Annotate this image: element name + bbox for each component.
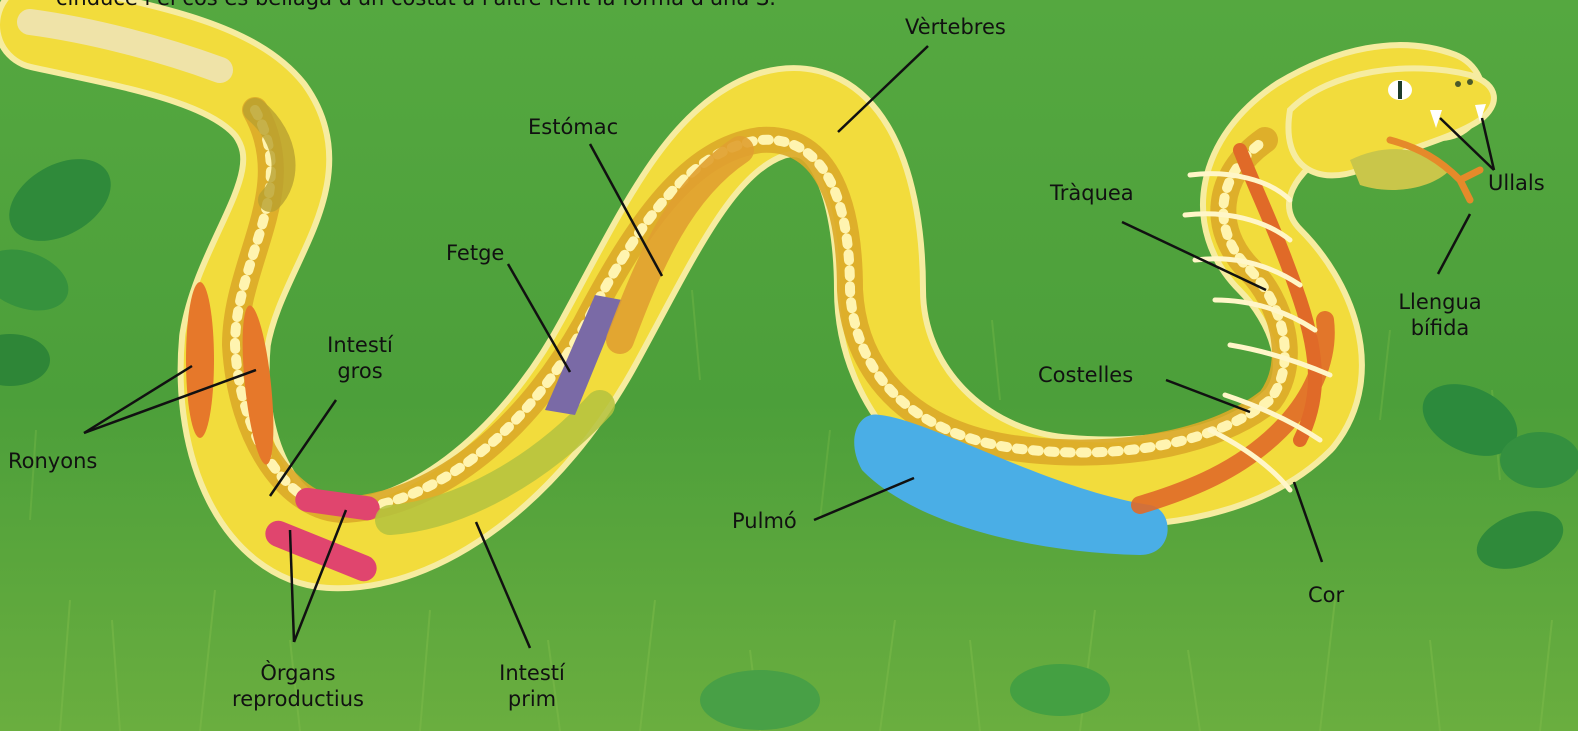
label-intesti-prim-line2: prim bbox=[490, 686, 574, 712]
label-intesti-gros-line2: gros bbox=[318, 358, 402, 384]
label-pulmo: Pulmó bbox=[732, 508, 797, 534]
kidney-left bbox=[186, 282, 214, 438]
label-llengua-line1: Llengua bbox=[1390, 289, 1490, 315]
label-costelles: Costelles bbox=[1038, 362, 1133, 388]
label-intesti-prim-line1: Intestí bbox=[490, 660, 574, 686]
label-llengua-line2: bífida bbox=[1390, 315, 1490, 341]
label-intesti-gros: Intestí gros bbox=[318, 332, 402, 384]
label-llengua-bifida: Llengua bífida bbox=[1390, 289, 1490, 341]
label-ullals: Ullals bbox=[1488, 170, 1545, 196]
label-fetge: Fetge bbox=[446, 240, 504, 266]
label-organs-line2: reproductius bbox=[214, 686, 382, 712]
label-intesti-gros-line1: Intestí bbox=[318, 332, 402, 358]
label-traquea: Tràquea bbox=[1050, 180, 1134, 206]
label-estomac: Estómac bbox=[528, 114, 618, 140]
label-organs-line1: Òrgans bbox=[214, 660, 382, 686]
header-text-fragment: cinduce i el cos es bellaga d'un costat … bbox=[56, 0, 776, 10]
label-vertebres: Vèrtebres bbox=[905, 14, 1006, 40]
label-organs-reproductius: Òrgans reproductius bbox=[214, 660, 382, 712]
label-ronyons: Ronyons bbox=[8, 448, 97, 474]
label-cor: Cor bbox=[1308, 582, 1344, 608]
label-intesti-prim: Intestí prim bbox=[490, 660, 574, 712]
